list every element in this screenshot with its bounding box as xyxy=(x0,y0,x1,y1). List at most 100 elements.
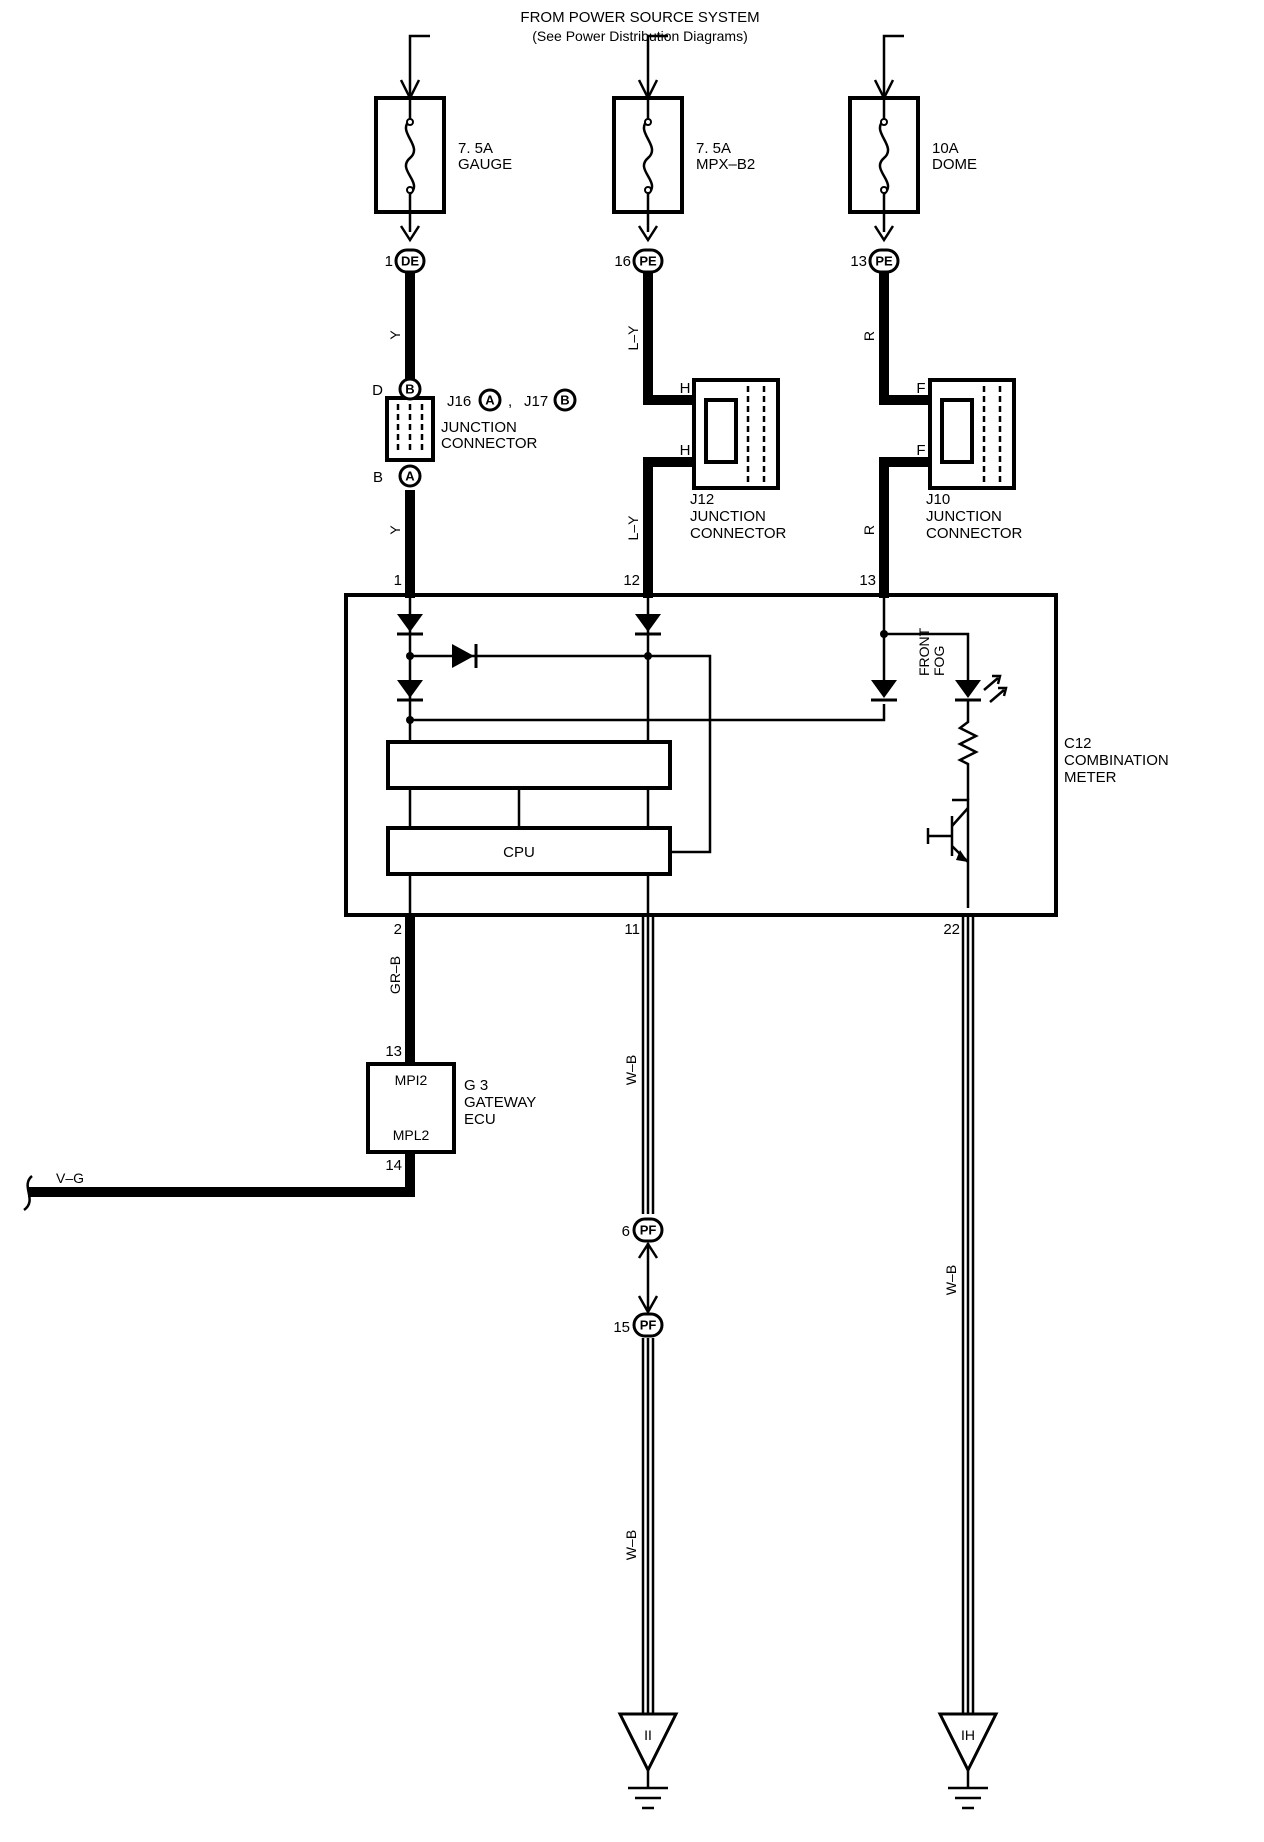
power-feed-1 xyxy=(399,34,430,101)
svg-text:PF: PF xyxy=(640,1223,657,1238)
junction-connector-j10 xyxy=(928,378,1016,490)
connector-de-pin: 1 xyxy=(385,253,393,270)
wire-v-g-color: V–G xyxy=(56,1170,84,1186)
svg-text:PE: PE xyxy=(875,254,893,269)
connector-pe-1-pin: 16 xyxy=(614,253,631,270)
wire-w-b-center xyxy=(641,915,655,1214)
header-title: FROM POWER SOURCE SYSTEM xyxy=(520,9,759,26)
meter-internal-circuit xyxy=(397,598,1008,908)
j10-name-line1: JUNCTION xyxy=(926,508,1002,525)
j16-ref-circle: A xyxy=(478,388,502,412)
gateway-pin-top: 13 xyxy=(385,1043,402,1060)
j16-pin-bottom: B xyxy=(373,469,383,486)
ground-ih: IH xyxy=(937,1712,999,1810)
fuse-gauge-name: GAUGE xyxy=(458,156,512,173)
wire-col3-upper-color: R xyxy=(861,331,877,341)
j17-ref-circle: B xyxy=(553,388,577,412)
power-feed-3 xyxy=(873,34,904,101)
j17-ref: J17 xyxy=(524,393,548,410)
meter-pin-out-3: 22 xyxy=(943,921,960,938)
wire-col2-lower-color: L–Y xyxy=(625,515,641,541)
gateway-pin-bottom: 14 xyxy=(385,1157,402,1174)
j16-circle-bottom: A xyxy=(398,464,422,488)
wire-w-b-center-lower xyxy=(641,1338,655,1714)
fuse-gauge-amp: 7. 5A xyxy=(458,140,493,157)
connector-pe-1: PE xyxy=(632,248,664,274)
meter-cpu-outputs xyxy=(408,874,650,915)
connector-pf-2: PF xyxy=(632,1312,664,1338)
meter-pin-out-2: 11 xyxy=(624,921,640,938)
wire-gr-b-color: GR–B xyxy=(387,956,403,994)
svg-text:PE: PE xyxy=(639,254,657,269)
svg-text:A: A xyxy=(485,393,495,408)
gateway-terminal-bottom: MPL2 xyxy=(393,1127,430,1143)
j16-name-line1: JUNCTION xyxy=(441,419,517,436)
j10-name-line2: CONNECTOR xyxy=(926,525,1023,542)
wire-col3-lower xyxy=(879,457,930,598)
fuse-mpx-b2 xyxy=(612,96,684,214)
pf-mating-arrows xyxy=(637,1241,659,1315)
gateway-ecu-box xyxy=(366,1062,456,1154)
svg-text:DE: DE xyxy=(401,254,419,269)
meter-ref: C12 xyxy=(1064,735,1092,752)
meter-name-line2: METER xyxy=(1064,769,1117,786)
junction-connector-j16 xyxy=(385,396,435,462)
svg-text:B: B xyxy=(405,382,414,397)
j16-pin-top: D xyxy=(372,382,383,399)
junction-connector-j12 xyxy=(692,378,780,490)
meter-pin-in-2: 12 xyxy=(623,572,640,589)
fuse-dome-name: DOME xyxy=(932,156,977,173)
meter-block-links xyxy=(408,788,650,828)
gateway-terminal-top: MPI2 xyxy=(395,1072,428,1088)
connector-pf-1: PF xyxy=(632,1217,664,1243)
wire-col2-upper-color: L–Y xyxy=(625,325,641,351)
fuse-mpx-b2-name: MPX–B2 xyxy=(696,156,755,173)
fuse-dome-amp: 10A xyxy=(932,140,959,157)
meter-name-line1: COMBINATION xyxy=(1064,752,1169,769)
svg-text:A: A xyxy=(405,469,415,484)
wire-col2-lower xyxy=(643,457,694,598)
wire-v-g xyxy=(28,1152,415,1197)
meter-cpu-label: CPU xyxy=(503,844,535,861)
wire-col1-upper-color: Y xyxy=(387,330,403,340)
gateway-ref: G 3 xyxy=(464,1077,488,1094)
j16-name-line2: CONNECTOR xyxy=(441,435,538,452)
meter-pin-out-1: 2 xyxy=(394,921,402,938)
connector-pf-2-pin: 15 xyxy=(613,1319,630,1336)
fuse-gauge xyxy=(374,96,446,214)
meter-pin-in-3: 13 xyxy=(859,572,876,589)
j12-pin-top: H xyxy=(680,380,691,397)
j12-name-line1: JUNCTION xyxy=(690,508,766,525)
wire-col3-upper xyxy=(879,270,930,405)
connector-pf-1-pin: 6 xyxy=(622,1223,630,1240)
gateway-name-line1: GATEWAY xyxy=(464,1094,536,1111)
j10-pin-bottom: F xyxy=(916,442,925,459)
wire-w-b-1-color: W–B xyxy=(623,1055,639,1085)
j12-name-line2: CONNECTOR xyxy=(690,525,787,542)
connector-de: DE xyxy=(394,248,426,274)
svg-text:II: II xyxy=(644,1727,652,1743)
header-subtitle: (See Power Distribution Diagrams) xyxy=(532,28,748,44)
j16-circle-top: B xyxy=(398,377,422,401)
meter-cpu-block xyxy=(386,826,672,876)
j16-ref: J16 xyxy=(447,393,471,410)
wire-col3-lower-color: R xyxy=(861,525,877,535)
connector-pe-2-pin: 13 xyxy=(850,253,867,270)
j10-ref: J10 xyxy=(926,491,950,508)
j12-pin-bottom: H xyxy=(680,442,691,459)
j16-ref-separator: , xyxy=(508,393,512,410)
wire-w-b-right xyxy=(961,915,975,1714)
wire-col1-lower-color: Y xyxy=(387,525,403,535)
combination-meter-box xyxy=(344,593,1058,917)
wire-col2-upper xyxy=(643,270,694,405)
ground-ii: II xyxy=(617,1712,679,1810)
fuse-dome xyxy=(848,96,920,214)
gateway-name-line2: ECU xyxy=(464,1111,496,1128)
front-fog-label-line2: FOG xyxy=(931,646,947,676)
connector-pe-2: PE xyxy=(868,248,900,274)
power-feed-2 xyxy=(637,34,668,101)
j10-pin-top: F xyxy=(916,380,925,397)
meter-pin-in-1: 1 xyxy=(394,572,402,589)
j12-ref: J12 xyxy=(690,491,714,508)
